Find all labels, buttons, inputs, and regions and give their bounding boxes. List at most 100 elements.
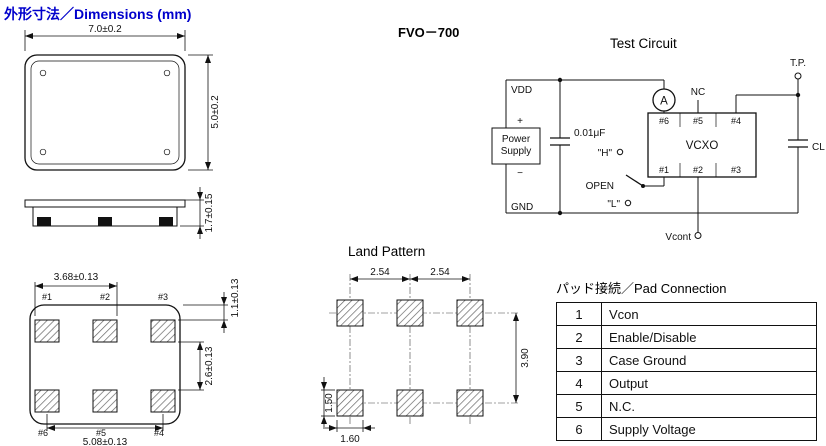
ammeter: A	[652, 80, 676, 113]
pad-6	[34, 389, 60, 413]
pad-number: 1	[556, 302, 602, 326]
corner-mark	[163, 148, 171, 156]
l-label: "L"	[607, 199, 620, 210]
pad-function: Enable/Disable	[601, 325, 817, 349]
package-inner-edge	[30, 60, 180, 165]
pad-5	[92, 389, 118, 413]
vcxo-block: VCXO #6 #5 #4 #1 #2 #3	[647, 112, 757, 178]
pin-2: #2	[693, 165, 703, 175]
dim-row-gap: 2.6±0.13	[178, 341, 215, 391]
pin-3: #3	[731, 165, 741, 175]
dim-pitch2-label: 2.54	[430, 267, 450, 278]
pad-label-3: #3	[158, 292, 168, 302]
power-label: Power	[502, 134, 531, 145]
corner-mark	[39, 69, 47, 77]
package-side-view	[24, 199, 186, 227]
land-pad	[336, 389, 364, 417]
pad-function: Case Ground	[601, 348, 817, 372]
dim-pad-span-bottom: 5.08±0.13	[46, 414, 164, 446]
pad-function: Vcon	[601, 302, 817, 326]
pin-4: #4	[731, 116, 741, 126]
land-pads	[336, 299, 484, 417]
switch-lever	[625, 174, 644, 187]
bypass-cap-label: 0.01μF	[574, 128, 605, 139]
bypass-capacitor: 0.01μF	[550, 77, 605, 216]
vcxo-label: VCXO	[686, 140, 719, 152]
dim-width-label: 7.0±0.2	[88, 24, 122, 35]
package-outline-drawing: 7.0±0.2 5.0±0.2 1.7±0.15	[24, 24, 221, 239]
dim-bottom-label: 5.08±0.13	[83, 437, 128, 446]
pad-4	[150, 389, 176, 413]
supply-rails	[505, 79, 798, 214]
pad-connection-table: 1 Vcon 2 Enable/Disable 3 Case Ground 4 …	[556, 302, 817, 441]
dim-pitch1-label: 2.54	[370, 267, 390, 278]
dim-edge-label: 1.1±0.13	[230, 278, 241, 317]
pad-label-1: #1	[42, 292, 52, 302]
vcont-label: Vcont	[665, 232, 691, 243]
dim-row-label: 3.90	[520, 348, 531, 368]
vcxo-box	[647, 112, 757, 178]
pad-number: 3	[556, 348, 602, 372]
pad-2	[92, 319, 118, 343]
nc-stub: NC	[691, 87, 705, 113]
dim-top-label: 3.68±0.13	[54, 272, 99, 283]
nc-label: NC	[691, 87, 705, 98]
table-row: 4 Output	[556, 371, 817, 395]
dim-land-pad-height: 1.50	[321, 377, 335, 429]
table-row: 3 Case Ground	[556, 348, 817, 372]
pad-function: N.C.	[601, 394, 817, 418]
land-pattern-drawing: 2.54 2.54 3.90 1.50 1.60	[321, 267, 531, 445]
pad-3	[150, 319, 176, 343]
side-pad	[37, 217, 51, 226]
dim-land-row: 3.90	[513, 313, 531, 403]
pin-1: #1	[659, 165, 669, 175]
output-network: T.P. CL	[735, 58, 825, 213]
pin-6: #6	[659, 116, 669, 126]
pad-number: 4	[556, 371, 602, 395]
corner-mark	[39, 148, 47, 156]
dim-width: 7.0±0.2	[24, 24, 186, 51]
pad-label-4: #4	[154, 428, 164, 438]
land-pad	[396, 389, 424, 417]
pin-5: #5	[693, 116, 703, 126]
page-title: 外形寸法／Dimensions (mm)	[4, 6, 192, 22]
bottom-pads	[34, 319, 176, 413]
side-pad	[159, 217, 173, 226]
power-supply-box	[491, 127, 541, 165]
h-label: "H"	[598, 148, 613, 159]
pad-number: 2	[556, 325, 602, 349]
dim-thickness-label: 1.7±0.15	[204, 193, 215, 232]
dim-land-pad-width: 1.60	[325, 420, 375, 445]
land-pad	[456, 389, 484, 417]
dim-pad-span-top: 3.68±0.13	[34, 272, 118, 316]
pad-label-2: #2	[100, 292, 110, 302]
vcont-terminal-circle	[694, 232, 702, 239]
pad-connection-title: パッド接続／Pad Connection	[556, 281, 727, 296]
pad-connection-section: パッド接続／Pad Connection 1 Vcon 2 Enable/Dis…	[556, 278, 817, 441]
table-row: 2 Enable/Disable	[556, 325, 817, 349]
ammeter-label: A	[660, 96, 668, 108]
pad-number: 5	[556, 394, 602, 418]
tp-label: T.P.	[790, 58, 806, 69]
power-supply: + Power Supply −	[491, 116, 541, 179]
land-pad	[396, 299, 424, 327]
enable-switch: "H" OPEN "L"	[586, 148, 665, 210]
model-number: FVO－700	[398, 25, 460, 40]
dim-gap-label: 2.6±0.13	[204, 346, 215, 385]
side-pad	[98, 217, 112, 226]
package-bottom-view-drawing: #1 #2 #3 #6 #5 #4 3.68±0.13 5.08±0.13 1.…	[29, 272, 241, 446]
test-circuit-drawing: VDD GND + Power Supply − 0.01μF A	[491, 58, 825, 243]
pad-label-5: #5	[96, 428, 106, 438]
dim-pad-width-label: 1.60	[340, 434, 360, 445]
table-row: 6 Supply Voltage	[556, 417, 817, 441]
land-pad	[456, 299, 484, 327]
package-lid	[24, 199, 186, 208]
test-point-terminal	[794, 72, 802, 80]
plus-label: +	[517, 116, 523, 127]
cl-label: CL	[812, 142, 825, 153]
vcont-terminal: Vcont	[665, 177, 702, 243]
table-row: 1 Vcon	[556, 302, 817, 326]
dim-height-label: 5.0±0.2	[210, 95, 221, 129]
gnd-label: GND	[511, 202, 533, 213]
